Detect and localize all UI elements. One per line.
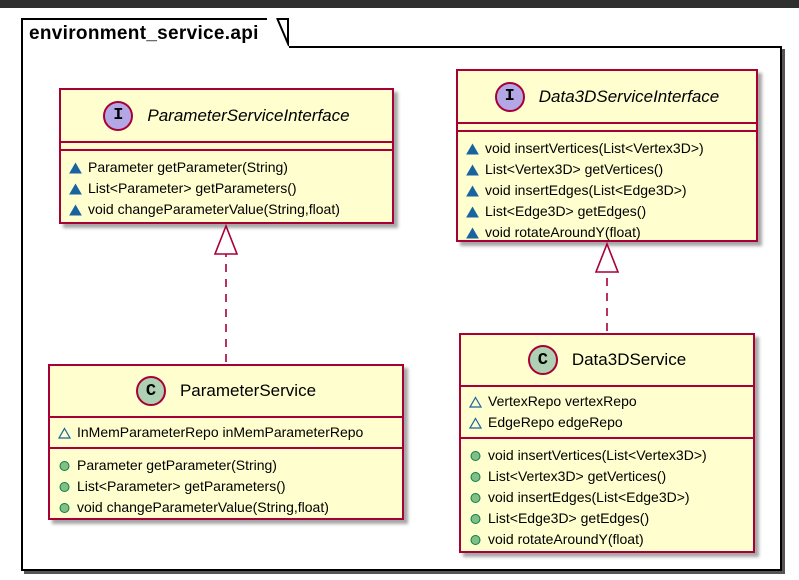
field-text: VertexRepo vertexRepo xyxy=(488,393,637,409)
package-visibility-icon xyxy=(466,185,479,196)
method-text: void changeParameterValue(String,float) xyxy=(77,499,329,515)
public-visibility-icon xyxy=(470,450,481,461)
top-edge xyxy=(0,0,799,8)
method-text: List<Parameter> getParameters() xyxy=(88,180,297,196)
method-row: void changeParameterValue(String,float) xyxy=(69,199,384,220)
method-text: void insertVertices(List<Vertex3D>) xyxy=(488,447,707,463)
field-section: InMemParameterRepo inMemParameterRepo xyxy=(50,418,402,447)
method-text: void rotateAroundY(float) xyxy=(488,531,644,547)
method-section: Parameter getParameter(String) List<Param… xyxy=(61,151,392,226)
method-row: Parameter getParameter(String) xyxy=(58,455,394,476)
method-text: void insertEdges(List<Edge3D>) xyxy=(485,182,687,198)
public-visibility-icon xyxy=(59,481,70,492)
class-name: ParameterService xyxy=(179,381,317,400)
class-box-parameter-service[interactable]: C ParameterService InMemParameterRepo in… xyxy=(48,364,404,520)
method-row: Parameter getParameter(String) xyxy=(69,157,384,178)
package-tab: environment_service.api xyxy=(21,18,289,50)
package-visibility-icon xyxy=(466,227,479,238)
method-text: List<Vertex3D> getVertices() xyxy=(488,468,667,484)
method-text: List<Parameter> getParameters() xyxy=(77,478,286,494)
package-visibility-icon xyxy=(469,395,482,408)
method-row: void changeParameterValue(String,float) xyxy=(58,497,394,518)
class-header: I Data3DServiceInterface xyxy=(458,71,756,124)
class-badge: C xyxy=(135,376,166,406)
field-text: InMemParameterRepo inMemParameterRepo xyxy=(77,424,364,440)
realization-data3d-service xyxy=(594,241,620,331)
method-row: void insertEdges(List<Edge3D>) xyxy=(466,180,748,201)
method-row: void insertVertices(List<Vertex3D>) xyxy=(466,138,748,159)
method-text: void insertEdges(List<Edge3D>) xyxy=(488,489,690,505)
method-text: void insertVertices(List<Vertex3D>) xyxy=(485,140,704,156)
field-section xyxy=(458,124,756,132)
class-name: Data3DService xyxy=(571,350,687,369)
class-name: ParameterServiceInterface xyxy=(147,105,350,125)
method-section: void insertVertices(List<Vertex3D>) List<… xyxy=(458,132,756,249)
package-name: environment_service.api xyxy=(29,23,259,44)
public-visibility-icon xyxy=(470,534,481,545)
class-badge: C xyxy=(527,345,558,375)
interface-badge: I xyxy=(103,100,134,131)
package-visibility-icon xyxy=(466,143,479,154)
package-visibility-icon xyxy=(69,183,82,194)
method-section: Parameter getParameter(String) List<Param… xyxy=(50,447,402,524)
package-visibility-icon xyxy=(466,164,479,175)
method-text: Parameter getParameter(String) xyxy=(88,159,288,175)
method-row: void insertEdges(List<Edge3D>) xyxy=(469,487,745,508)
realization-parameter-service xyxy=(213,223,239,362)
method-row: void insertVertices(List<Vertex3D>) xyxy=(469,445,745,466)
method-text: List<Vertex3D> getVertices() xyxy=(485,161,664,177)
field-section xyxy=(61,143,392,151)
public-visibility-icon xyxy=(470,471,481,482)
package-visibility-icon xyxy=(69,162,82,173)
field-row: VertexRepo vertexRepo xyxy=(469,391,745,412)
public-visibility-icon xyxy=(470,492,481,503)
method-row: List<Vertex3D> getVertices() xyxy=(466,159,748,180)
class-name: Data3DServiceInterface xyxy=(538,86,720,106)
method-text: void rotateAroundY(float) xyxy=(485,224,641,240)
method-text: Parameter getParameter(String) xyxy=(77,457,277,473)
public-visibility-icon xyxy=(59,502,70,513)
class-box-data3d-service-interface[interactable]: I Data3DServiceInterface void insertVert… xyxy=(456,69,758,242)
package-frame xyxy=(21,46,782,571)
interface-badge: I xyxy=(494,81,525,112)
class-header: C Data3DService xyxy=(461,335,753,387)
class-box-parameter-service-interface[interactable]: I ParameterServiceInterface Parameter ge… xyxy=(59,88,394,224)
method-text: void changeParameterValue(String,float) xyxy=(88,201,340,217)
method-row: List<Parameter> getParameters() xyxy=(58,476,394,497)
field-row: EdgeRepo edgeRepo xyxy=(469,412,745,433)
field-text: EdgeRepo edgeRepo xyxy=(488,414,623,430)
package-visibility-icon xyxy=(58,426,71,439)
package-visibility-icon xyxy=(466,206,479,217)
package-tab-corner xyxy=(266,18,289,50)
method-text: List<Edge3D> getEdges() xyxy=(488,510,650,526)
method-section: void insertVertices(List<Vertex3D>) List<… xyxy=(461,437,753,556)
class-header: C ParameterService xyxy=(50,366,402,418)
method-row: List<Vertex3D> getVertices() xyxy=(469,466,745,487)
class-header: I ParameterServiceInterface xyxy=(61,90,392,143)
public-visibility-icon xyxy=(59,460,70,471)
public-visibility-icon xyxy=(470,513,481,524)
field-row: InMemParameterRepo inMemParameterRepo xyxy=(58,422,394,443)
method-text: List<Edge3D> getEdges() xyxy=(485,203,647,219)
method-row: void rotateAroundY(float) xyxy=(469,529,745,550)
package-visibility-icon xyxy=(69,204,82,215)
method-row: List<Edge3D> getEdges() xyxy=(466,201,748,222)
method-row: List<Edge3D> getEdges() xyxy=(469,508,745,529)
package-visibility-icon xyxy=(469,416,482,429)
method-row: void rotateAroundY(float) xyxy=(466,222,748,243)
method-row: List<Parameter> getParameters() xyxy=(69,178,384,199)
